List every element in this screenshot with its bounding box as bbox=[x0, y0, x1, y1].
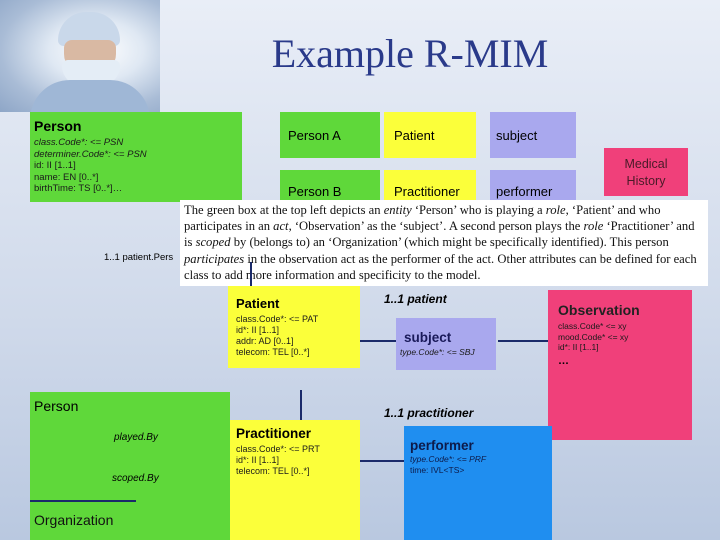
attr: class.Code*: <= PAT bbox=[236, 314, 319, 324]
subject-attrs: type.Code*: <= SBJ bbox=[400, 347, 496, 359]
connector-line bbox=[355, 460, 405, 462]
connector-line bbox=[360, 340, 400, 342]
performer-top-label: performer bbox=[496, 184, 553, 199]
attr: id*: II [1..1] bbox=[558, 342, 599, 352]
note-term: entity bbox=[383, 203, 412, 217]
patient-attrs: class.Code*: <= PAT id*: II [1..1] addr:… bbox=[236, 314, 360, 358]
patient-pers-label: 1..1 patient.Pers bbox=[104, 252, 174, 263]
person-a-box: Person A bbox=[280, 112, 380, 158]
note-segment: in the observation act as the performer … bbox=[184, 251, 697, 282]
note-segment: The green box at the top left depicts an bbox=[184, 203, 384, 217]
connector-line bbox=[250, 262, 252, 286]
practitioner-top-box: Practitioner bbox=[384, 170, 476, 200]
attr: birthTime: TS [0..*]… bbox=[34, 183, 123, 194]
explanation-note: The green box at the top left depicts an… bbox=[180, 200, 708, 286]
person-b-label: Person B bbox=[288, 184, 342, 199]
person-b-box: Person B bbox=[280, 170, 380, 200]
note-text: The green box at the top left depicts an… bbox=[184, 203, 697, 282]
observation-ellipsis: … bbox=[558, 354, 569, 367]
attr: id: II [1..1] bbox=[34, 160, 76, 171]
surgeon-photo bbox=[0, 0, 160, 120]
person-top-title: Person bbox=[34, 118, 82, 134]
attr: type.Code*: <= SBJ bbox=[400, 347, 475, 357]
attr: addr: AD [0..1] bbox=[236, 336, 294, 346]
note-segment: ‘Practitioner’ and is bbox=[184, 219, 695, 250]
attr: id*: II [1..1] bbox=[236, 455, 280, 465]
subject-top-box: subject bbox=[490, 112, 576, 158]
attr: type.Code*: <= PRF bbox=[410, 454, 487, 464]
observation-box: Observation class.Code* <= xy mood.Code*… bbox=[548, 290, 692, 440]
patient-multiplicity: 1..1 patient bbox=[384, 292, 447, 306]
attr: telecom: TEL [0..*] bbox=[236, 347, 310, 357]
medical-history-box: Medical History bbox=[604, 148, 688, 196]
person-box-top: Person class.Code*: <= PSN determiner.Co… bbox=[30, 112, 242, 202]
practitioner-top-label: Practitioner bbox=[394, 184, 460, 199]
note-term: role bbox=[545, 203, 566, 217]
subject-box: subject type.Code*: <= SBJ bbox=[396, 318, 496, 370]
observation-title: Observation bbox=[558, 302, 640, 318]
observation-attrs: class.Code* <= xy mood.Code* <= xy id*: … bbox=[558, 321, 692, 353]
performer-box: performer type.Code*: <= PRF time: IVL<T… bbox=[404, 426, 552, 540]
scoped-by-label: scoped.By bbox=[112, 473, 159, 484]
medical-history-label: Medical History bbox=[624, 157, 668, 188]
practitioner-attrs: class.Code*: <= PRT id*: II [1..1] telec… bbox=[236, 444, 360, 477]
attr: name: EN [0..*] bbox=[34, 171, 99, 183]
note-term: act bbox=[273, 219, 289, 234]
attr: class.Code*: <= PRT bbox=[236, 444, 320, 454]
attr: telecom: TEL [0..*] bbox=[236, 466, 310, 476]
organization-box: Organization bbox=[30, 500, 136, 540]
performer-top-box: performer bbox=[490, 170, 576, 200]
slide-title: Example R-MIM bbox=[271, 31, 549, 76]
organization-label: Organization bbox=[34, 512, 114, 528]
note-segment: , ‘Observation’ as the ‘subject’. A seco… bbox=[288, 219, 584, 234]
patient-box: Patient class.Code*: <= PAT id*: II [1..… bbox=[228, 286, 360, 368]
connector-line bbox=[498, 340, 548, 342]
person-lower-title: Person bbox=[34, 398, 79, 414]
practitioner-title: Practitioner bbox=[236, 426, 312, 441]
note-segment: ‘Person’ who is playing a bbox=[411, 203, 546, 217]
subject-title: subject bbox=[404, 330, 452, 345]
note-segment: by (belongs to) an ‘Organization’ (which… bbox=[230, 235, 669, 250]
attr: determiner.Code*: <= PSN bbox=[34, 148, 147, 160]
attr: mood.Code* <= xy bbox=[558, 331, 629, 342]
patient-top-label: Patient bbox=[394, 128, 435, 143]
performer-attrs: type.Code*: <= PRF time: IVL<TS> bbox=[410, 454, 552, 475]
attr: id*: II [1..1] bbox=[236, 325, 280, 335]
performer-title: performer bbox=[410, 438, 474, 453]
practitioner-box: Practitioner class.Code*: <= PRT id*: II… bbox=[230, 420, 360, 540]
note-term: participates bbox=[184, 251, 245, 266]
attr: time: IVL<TS> bbox=[410, 464, 465, 475]
note-segment: , ‘Patient’ and who participates in an bbox=[184, 203, 661, 234]
patient-top-box: Patient bbox=[384, 112, 476, 158]
played-by-label: played.By bbox=[114, 432, 158, 443]
subject-top-label: subject bbox=[496, 128, 538, 143]
connector-line bbox=[300, 390, 302, 420]
note-term: scoped bbox=[195, 235, 231, 250]
attr: class.Code* <= xy bbox=[558, 321, 627, 331]
note-term: role bbox=[583, 219, 604, 234]
patient-title: Patient bbox=[236, 296, 280, 311]
practitioner-multiplicity: 1..1 practitioner bbox=[384, 406, 474, 420]
person-a-label: Person A bbox=[288, 128, 341, 143]
person-top-attrs: class.Code*: <= PSN determiner.Code*: <=… bbox=[34, 137, 242, 195]
attr: class.Code*: <= PSN bbox=[34, 137, 124, 148]
